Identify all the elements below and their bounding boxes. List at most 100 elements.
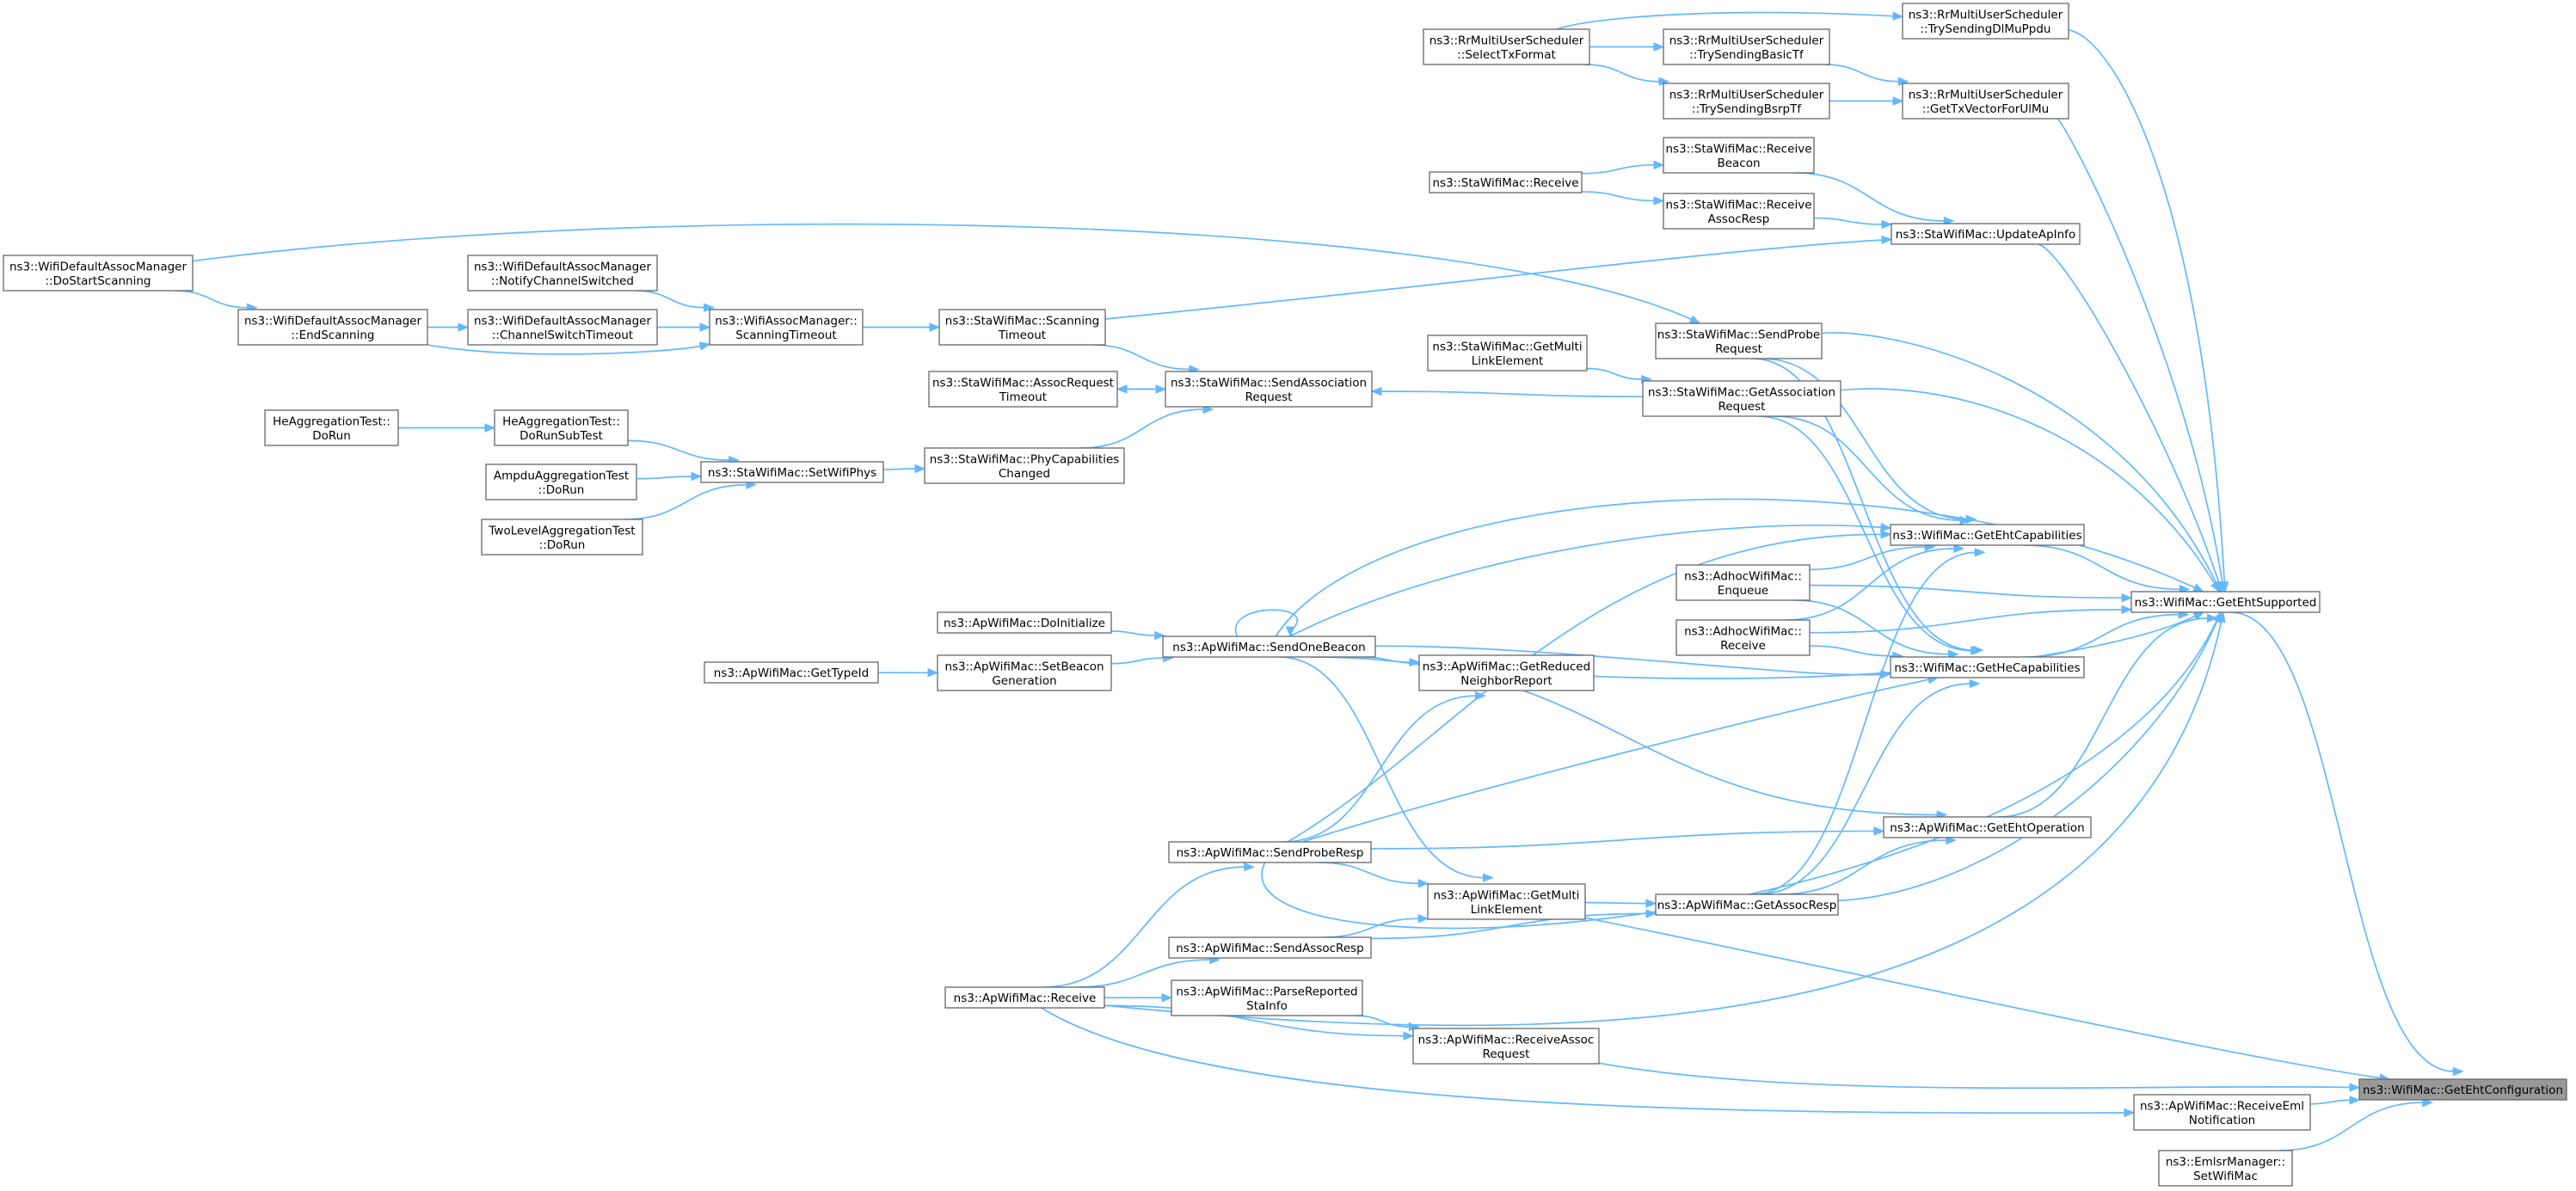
- node-get-eht-operation[interactable]: ns3::ApWifiMac::GetEhtOperation: [1883, 816, 2092, 838]
- node-label: ns3::ApWifiMac::Receive: [954, 991, 1097, 1005]
- node-box: [1168, 936, 1372, 959]
- node-box: [1429, 171, 1583, 193]
- node-box: [3, 255, 194, 292]
- node-send-probe-resp[interactable]: ns3::ApWifiMac::SendProbeResp: [1168, 841, 1372, 863]
- node-channel-switch-timeout[interactable]: ns3::WifiDefaultAssocManager::ChannelSwi…: [467, 309, 658, 346]
- node-try-sending-dl-mu-ppdu[interactable]: ns3::RrMultiUserScheduler::TrySendingDlM…: [1902, 3, 2069, 40]
- node-box: [1427, 883, 1586, 920]
- edge-select-tx-format-to-try-sending-dl-mu-ppdu: [1556, 11, 1904, 30]
- node-label: TwoLevelAggregationTest: [488, 524, 635, 537]
- edge-sta-scanning-timeout-to-send-association-request: [1092, 344, 1201, 374]
- node-two-level-do-run[interactable]: TwoLevelAggregationTest::DoRun: [481, 519, 643, 556]
- edge-ap-get-multi-link-element-to-get-assoc-resp: [1584, 899, 1657, 908]
- node-update-ap-info[interactable]: ns3::StaWifiMac::UpdateApInfo: [1891, 223, 2081, 245]
- node-label: SetWifiMac: [2193, 1170, 2258, 1183]
- node-box: [944, 986, 1105, 1009]
- node-he-do-run-sub-test[interactable]: HeAggregationTest::DoRunSubTest: [494, 409, 629, 446]
- node-send-assoc-resp[interactable]: ns3::ApWifiMac::SendAssocResp: [1168, 936, 1372, 959]
- edge-get-association-request-to-get-eht-capabilities: [1773, 415, 1971, 525]
- node-sta-scanning-timeout[interactable]: ns3::StaWifiMac::ScanningTimeout: [938, 309, 1106, 346]
- node-label: ::TrySendingBsrpTf: [1692, 102, 1802, 116]
- node-get-he-capabilities[interactable]: ns3::WifiMac::GetHeCapabilities: [1890, 656, 2085, 678]
- edge-two-level-do-run-to-set-wifi-phys: [624, 480, 758, 520]
- node-get-assoc-resp[interactable]: ns3::ApWifiMac::GetAssocResp: [1655, 893, 1839, 916]
- edge-sta-get-multi-link-element-to-get-association-request: [1586, 367, 1653, 384]
- edge-get-association-request-to-send-association-request: [1370, 386, 1644, 398]
- edge-channel-switch-timeout-to-assoc-scanning-timeout: [657, 322, 711, 332]
- node-box: [2158, 1150, 2293, 1187]
- edge-get-assoc-resp-to-get-he-capabilities: [1757, 678, 1981, 895]
- edge-ap-get-multi-link-element-to-get-eht-configuration: [1584, 917, 2391, 1083]
- node-ap-receive[interactable]: ns3::ApWifiMac::Receive: [944, 986, 1105, 1009]
- node-label: ns3::StaWifiMac::SendProbe: [1657, 328, 1820, 341]
- node-label: HeAggregationTest::: [502, 414, 620, 428]
- edge-get-eht-capabilities-to-get-eht-supported: [2024, 544, 2191, 594]
- node-assoc-scanning-timeout[interactable]: ns3::WifiAssocManager::ScanningTimeout: [709, 309, 864, 346]
- node-label: DoRun: [312, 429, 351, 443]
- node-label: Request: [1715, 342, 1762, 356]
- node-do-initialize[interactable]: ns3::ApWifiMac::DoInitialize: [937, 611, 1112, 634]
- node-label: ns3::ApWifiMac::GetTypeId: [714, 666, 869, 680]
- node-adhoc-enqueue[interactable]: ns3::AdhocWifiMac::Enqueue: [1675, 564, 1811, 601]
- node-get-eht-supported[interactable]: ns3::WifiMac::GetEhtSupported: [2130, 591, 2321, 613]
- node-send-one-beacon[interactable]: ns3::ApWifiMac::SendOneBeacon: [1162, 635, 1376, 658]
- edge-ap-receive-to-receive-assoc-request: [1104, 1004, 1415, 1041]
- edge-sta-receive-to-receive-assoc-resp: [1581, 191, 1665, 206]
- edge-do-initialize-to-send-one-beacon: [1110, 630, 1165, 641]
- edge-receive-assoc-request-to-get-eht-configuration: [1598, 1062, 2361, 1092]
- node-label: Beacon: [1717, 157, 1760, 170]
- node-ampdu-do-run[interactable]: AmpduAggregationTest::DoRun: [485, 464, 637, 500]
- node-label: ns3::RrMultiUserScheduler: [1909, 8, 2063, 21]
- node-label: ns3::StaWifiMac::PhyCapabilities: [930, 452, 1120, 466]
- node-do-start-scanning[interactable]: ns3::WifiDefaultAssocManager::DoStartSca…: [3, 255, 194, 292]
- edge-assoc-request-timeout-to-send-association-request: [1117, 384, 1167, 394]
- node-set-wifi-phys[interactable]: ns3::StaWifiMac::SetWifiPhys: [700, 461, 884, 483]
- node-box: [1655, 322, 1823, 359]
- edge-send-probe-resp-to-get-reduced-neighbor-report: [1283, 691, 1486, 843]
- node-he-do-run[interactable]: HeAggregationTest::DoRun: [264, 409, 399, 446]
- node-get-eht-capabilities[interactable]: ns3::WifiMac::GetEhtCapabilities: [1890, 524, 2085, 546]
- node-adhoc-receive[interactable]: ns3::AdhocWifiMac::Receive: [1675, 619, 1811, 656]
- node-box: [494, 409, 629, 446]
- node-select-tx-format[interactable]: ns3::RrMultiUserScheduler::SelectTxForma…: [1423, 28, 1590, 65]
- node-try-sending-basic-tf[interactable]: ns3::RrMultiUserScheduler::TrySendingBas…: [1663, 28, 1830, 65]
- node-label: ns3::WifiMac::GetEhtSupported: [2135, 596, 2317, 610]
- node-sta-receive[interactable]: ns3::StaWifiMac::Receive: [1429, 171, 1583, 193]
- edge-send-probe-resp-to-get-eht-operation: [1370, 826, 1885, 850]
- node-label: ScanningTimeout: [735, 328, 836, 342]
- node-get-eht-configuration[interactable]: ns3::WifiMac::GetEhtConfiguration: [2358, 1078, 2567, 1101]
- node-box: [709, 309, 864, 346]
- node-get-type-id[interactable]: ns3::ApWifiMac::GetTypeId: [704, 661, 879, 684]
- node-get-tx-vector-for-ul-mu[interactable]: ns3::RrMultiUserScheduler::GetTxVectorFo…: [1902, 83, 2069, 120]
- node-label: Request: [1718, 400, 1766, 414]
- node-emlsr-set-wifi-mac[interactable]: ns3::EmlsrManager::SetWifiMac: [2158, 1150, 2293, 1187]
- node-box: [1418, 654, 1595, 691]
- node-label: StaInfo: [1246, 999, 1288, 1013]
- edge-he-do-run-to-he-do-run-sub-test: [397, 423, 496, 433]
- edge-adhoc-enqueue-to-get-eht-supported: [1809, 584, 2133, 603]
- node-try-sending-bsrp-tf[interactable]: ns3::RrMultiUserScheduler::TrySendingBsr…: [1663, 83, 1830, 120]
- node-label: ns3::RrMultiUserScheduler: [1669, 34, 1824, 47]
- edge-get-assoc-resp-to-get-eht-operation: [1779, 835, 1958, 895]
- node-notify-channel-switched[interactable]: ns3::WifiDefaultAssocManager::NotifyChan…: [467, 255, 658, 292]
- edge-sta-scanning-timeout-to-update-ap-info: [1104, 235, 1893, 320]
- node-label: ns3::ApWifiMac::ParseReported: [1176, 985, 1357, 998]
- node-end-scanning[interactable]: ns3::WifiDefaultAssocManager::EndScannin…: [237, 309, 428, 346]
- graph-nodes: ns3::WifiMac::GetEhtConfiguration ns3::Wi…: [3, 3, 2567, 1187]
- node-label: ns3::ApWifiMac::DoInitialize: [944, 617, 1105, 630]
